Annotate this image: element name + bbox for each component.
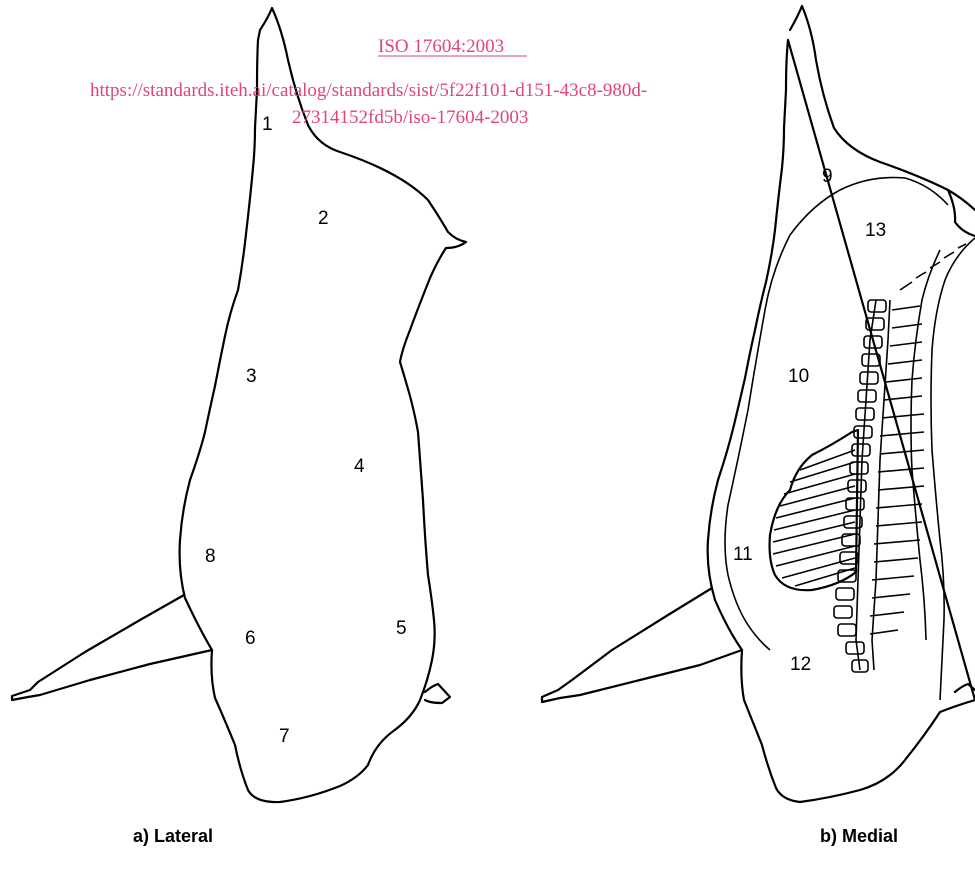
medial-view: 9 10 11 12 13 b) Medial	[542, 6, 975, 846]
region-label-5: 5	[396, 618, 407, 639]
watermark-line-1: ISO 17604:2003	[378, 36, 504, 57]
rib-cage	[770, 430, 858, 590]
lateral-tail-tab	[425, 684, 450, 703]
region-label-8: 8	[205, 546, 216, 567]
watermark-line-3: 27314152fd5b/iso-17604-2003	[292, 107, 528, 128]
watermark: ISO 17604:2003 https://standards.iteh.ai…	[90, 36, 647, 128]
medial-back-line	[931, 238, 975, 700]
region-label-1: 1	[262, 114, 273, 135]
region-label-6: 6	[245, 628, 256, 649]
medial-shank-outline	[542, 588, 742, 702]
region-label-13: 13	[865, 220, 886, 241]
region-label-4: 4	[354, 456, 365, 477]
vertebral-column	[834, 244, 966, 672]
medial-back-line-2	[911, 250, 940, 640]
lateral-shank-outline	[12, 595, 212, 700]
lateral-view: 1 2 3 4 5 6 7 8 a) Lateral	[12, 8, 466, 846]
region-label-10: 10	[788, 366, 809, 387]
region-label-11: 11	[733, 544, 753, 565]
lateral-caption: a) Lateral	[133, 826, 213, 846]
region-label-12: 12	[790, 654, 811, 675]
medial-inner-boundary	[725, 178, 948, 651]
region-label-7: 7	[279, 726, 290, 747]
medial-notch	[948, 190, 975, 236]
watermark-line-2: https://standards.iteh.ai/catalog/standa…	[90, 80, 647, 101]
region-label-9: 9	[822, 166, 833, 187]
medial-carcass-outline	[708, 6, 975, 802]
medial-caption: b) Medial	[820, 826, 898, 846]
region-label-3: 3	[246, 366, 257, 387]
region-label-2: 2	[318, 208, 329, 229]
